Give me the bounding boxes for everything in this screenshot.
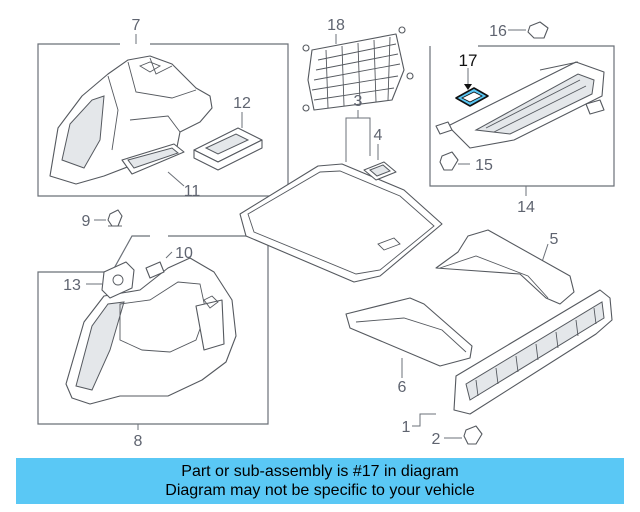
part-12-bracket-slot xyxy=(204,133,250,155)
part-14-shelf-ribs xyxy=(485,61,587,133)
part-6-panel-contour xyxy=(355,317,467,353)
part-13-bracket xyxy=(101,261,135,299)
part-3-floor-cover xyxy=(239,110,443,283)
callout-18: 18 xyxy=(327,17,345,34)
part-8-trim-recess xyxy=(75,301,125,391)
info-banner: Part or sub-assembly is #17 in diagram D… xyxy=(16,458,624,504)
banner-line-1: Part or sub-assembly is #17 in diagram xyxy=(181,463,459,480)
part-1-sill-trim xyxy=(412,289,613,427)
part-10-clip xyxy=(145,261,165,279)
leader-3 xyxy=(345,117,371,162)
part-8-trim-pocket xyxy=(195,299,225,351)
group-8-frame xyxy=(37,235,269,425)
banner-line-2: Diagram may not be specific to your vehi… xyxy=(165,482,475,499)
part-14-shelf-clip-left xyxy=(435,121,453,135)
callout-15: 15 xyxy=(475,157,493,174)
part-9-push-clip xyxy=(94,209,123,227)
part-18-hook-1 xyxy=(302,44,310,52)
part-2-clip-body xyxy=(463,425,483,445)
group-8-lower-quarter-trim xyxy=(37,235,269,430)
part-6-panel-body xyxy=(345,297,473,367)
part-1-sill-face xyxy=(465,301,605,401)
part-18-hook-2 xyxy=(398,26,406,34)
part-5-panel-contour xyxy=(439,255,549,299)
callout-5: 5 xyxy=(550,231,559,248)
part-3-floor-handle xyxy=(377,237,401,251)
part-6-side-panel xyxy=(345,297,473,378)
callout-17-highlighted: 17 xyxy=(459,51,478,70)
part-15-clip xyxy=(439,151,459,171)
part-13-bracket-hole xyxy=(112,274,124,286)
part-18-hook-4 xyxy=(302,104,310,112)
group-7-frame xyxy=(37,43,289,197)
part-1-sill-ribs xyxy=(475,307,597,397)
part-8-trim-clip xyxy=(203,295,219,309)
part-3-floor-inner-edge xyxy=(247,170,435,275)
group-14-frame xyxy=(429,45,615,187)
part-7-trim-contours xyxy=(107,57,197,151)
leader-11 xyxy=(167,171,185,187)
part-5-side-panel xyxy=(435,229,575,305)
group-7-left-quarter-trim xyxy=(37,34,289,197)
part-2-clip xyxy=(444,425,483,445)
callout-3: 3 xyxy=(354,93,363,110)
callout-16: 16 xyxy=(489,23,507,40)
part-3-floor-board xyxy=(239,163,443,283)
leader-5 xyxy=(541,243,549,263)
callout-12: 12 xyxy=(233,95,251,112)
part-18-cargo-net xyxy=(302,26,414,112)
part-7-trim-recess xyxy=(61,95,105,169)
part-12-bracket-side xyxy=(193,139,263,171)
leader-10 xyxy=(165,251,173,259)
callout-11: 11 xyxy=(184,183,201,200)
part-7-trim-clip xyxy=(138,61,162,73)
callout-14: 14 xyxy=(517,199,535,216)
leader-1 xyxy=(412,413,436,427)
leader-17-arrowhead xyxy=(464,84,472,90)
part-16-clip xyxy=(508,21,549,39)
part-14-shelf-clip-right xyxy=(585,99,605,115)
part-18-net-mesh xyxy=(311,36,401,109)
part-9-clip-body xyxy=(107,209,123,227)
callout-13: 13 xyxy=(63,277,81,294)
part-18-hook-3 xyxy=(406,72,414,80)
callout-6: 6 xyxy=(398,379,407,396)
part-17-pad-inner xyxy=(461,91,483,103)
parts-diagram: 7 12 11 9 10 13 8 18 3 4 16 17 15 14 5 6… xyxy=(37,17,615,450)
group-14-package-tray xyxy=(429,45,615,196)
callout-10: 10 xyxy=(175,245,193,262)
callout-8: 8 xyxy=(134,433,143,450)
part-14-shelf-surface xyxy=(474,73,595,135)
callout-7: 7 xyxy=(132,17,141,34)
callout-2: 2 xyxy=(432,431,441,448)
callout-4: 4 xyxy=(374,127,383,144)
part-4-hook-inner xyxy=(369,164,391,177)
part-11-tray-inner xyxy=(127,147,180,169)
callout-1: 1 xyxy=(402,419,411,436)
callout-9: 9 xyxy=(82,213,91,230)
part-16-clip-body xyxy=(527,21,549,39)
